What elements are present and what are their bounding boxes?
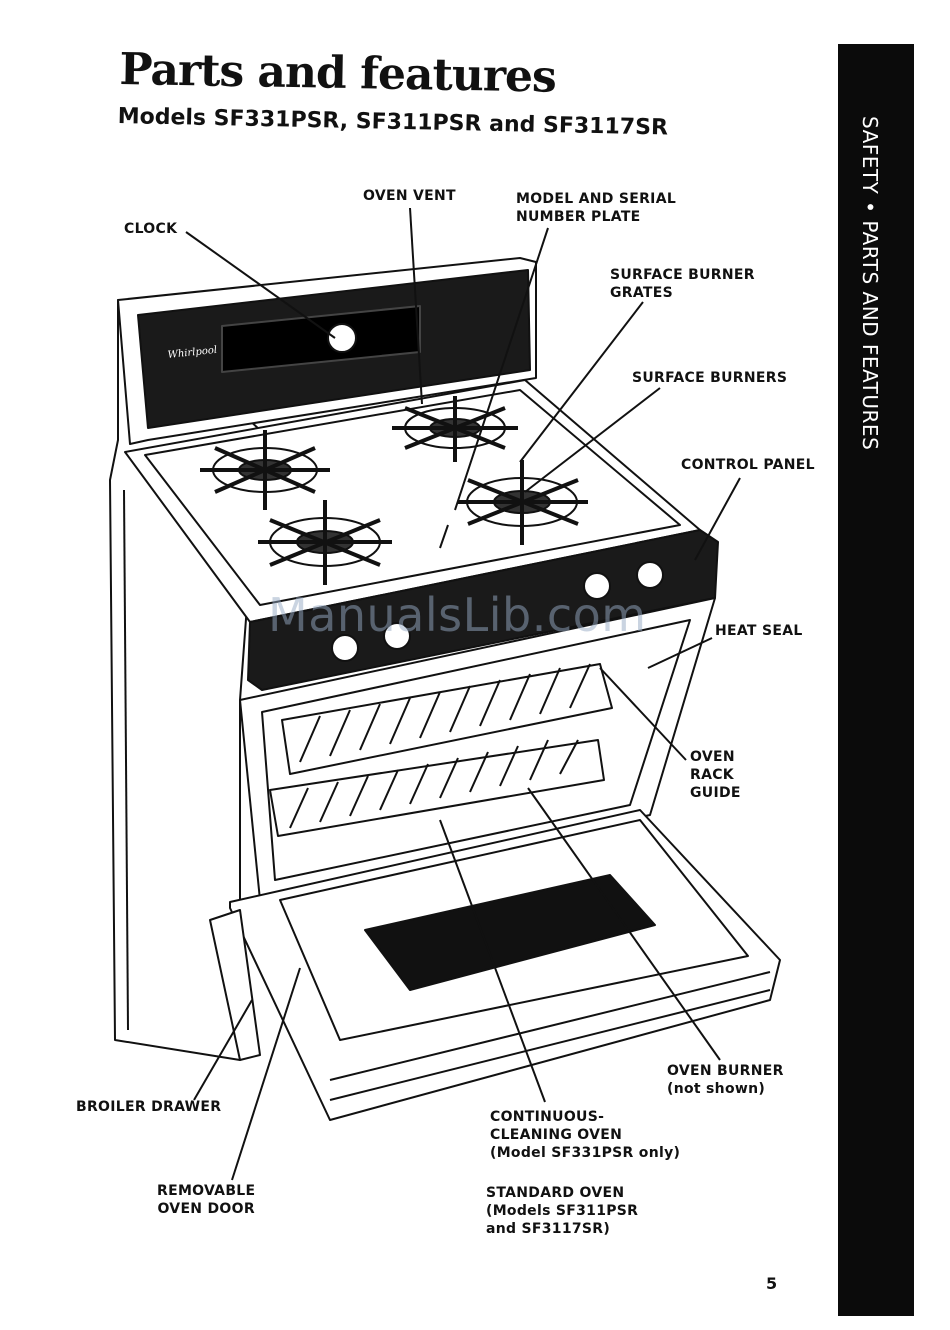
burner-grate-right-front xyxy=(458,460,588,545)
clock-window xyxy=(221,305,421,373)
leader-burners xyxy=(524,387,661,493)
leader-oven-door xyxy=(231,967,301,1181)
label-standard-oven: STANDARD OVEN (Models SF311PSR and SF311… xyxy=(486,1185,639,1237)
label-surface-burners: SURFACE BURNERS xyxy=(632,370,788,386)
oven-door-edge xyxy=(329,971,771,1101)
label-surface-burner-grates: SURFACE BURNER GRATES xyxy=(610,267,755,301)
label-oven-vent: OVEN VENT xyxy=(363,188,456,204)
label-oven-burner: OVEN BURNER (not shown) xyxy=(667,1063,784,1097)
label-broiler-drawer: BROILER DRAWER xyxy=(76,1099,222,1115)
control-knob-1 xyxy=(331,634,359,662)
oven-door-inner xyxy=(279,819,749,1041)
watermark: ManualsLib.com xyxy=(268,588,647,642)
control-knob-2 xyxy=(383,622,411,650)
label-oven-rack-guide: OVEN RACK GUIDE xyxy=(690,749,741,801)
leader-control-panel xyxy=(694,477,741,561)
clock-dial xyxy=(327,323,357,353)
brand-logo: Whirlpool xyxy=(167,345,217,361)
leader-model-serial xyxy=(439,227,549,549)
label-model-serial-plate: MODEL AND SERIAL NUMBER PLATE xyxy=(516,191,677,225)
leader-continuous-oven xyxy=(439,819,546,1103)
broiler-drawer xyxy=(209,909,261,1061)
page-number: 5 xyxy=(766,1274,778,1293)
leader-grates xyxy=(519,301,644,463)
label-heat-seal: HEAT SEAL xyxy=(715,623,803,639)
leader-clock xyxy=(185,231,336,339)
oven-door-window xyxy=(364,874,656,991)
oven-rack-upper xyxy=(281,663,613,775)
label-clock: CLOCK xyxy=(124,221,178,237)
leader-oven-burner xyxy=(527,787,721,1061)
burner-grate-left-front xyxy=(258,500,392,585)
section-side-tab[interactable]: SAFETY • PARTS AND FEATURES xyxy=(838,44,914,1316)
label-removable-oven-door: REMOVABLE OVEN DOOR xyxy=(157,1183,256,1217)
oven-interior xyxy=(261,619,691,881)
range-side-inner-line xyxy=(123,489,129,1031)
control-knob-4 xyxy=(636,561,664,589)
control-knob-3 xyxy=(583,572,611,600)
leader-heat-seal xyxy=(647,637,713,669)
label-control-panel: CONTROL PANEL xyxy=(681,457,815,473)
oven-rack-lower xyxy=(269,739,605,837)
burner-grate-right-rear xyxy=(392,396,518,462)
leader-rack-guide xyxy=(599,667,687,761)
leader-broiler xyxy=(193,999,253,1101)
burner-grate-left-rear xyxy=(200,430,330,510)
cooktop-inner xyxy=(144,389,681,606)
label-continuous-cleaning-oven: CONTINUOUS- CLEANING OVEN (Model SF331PS… xyxy=(490,1109,681,1161)
leader-oven-vent xyxy=(409,207,423,405)
